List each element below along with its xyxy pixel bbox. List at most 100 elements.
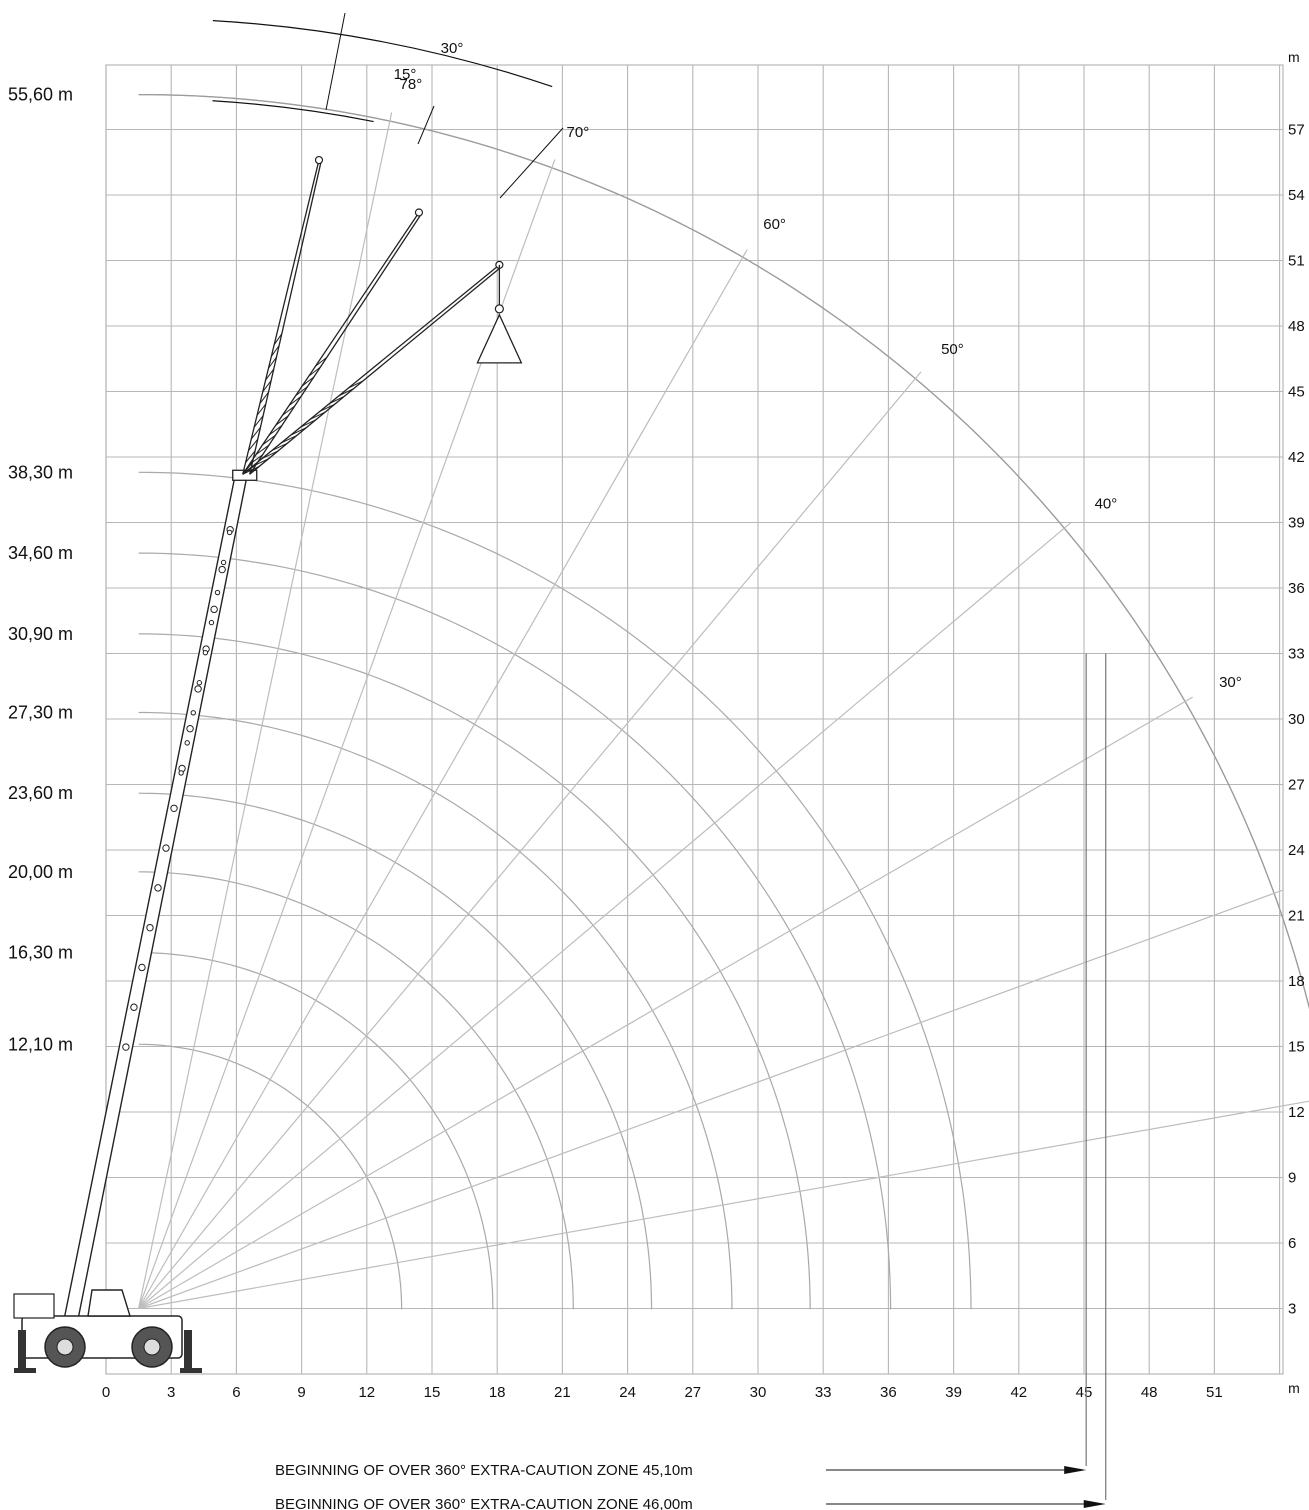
boom-rivet [184, 740, 190, 746]
jib-lattice [271, 442, 288, 452]
jib-lattice [262, 380, 272, 393]
y-tick-label: 57 [1288, 122, 1305, 139]
jib-0 [242, 159, 320, 475]
jib-lattice [329, 396, 345, 405]
y-tick-label: 51 [1288, 253, 1305, 270]
jib-15 [242, 212, 420, 475]
x-tick-label: 3 [167, 1384, 175, 1401]
radius-arc [138, 1043, 403, 1309]
caution-zone-markers: BEGINNING OF OVER 360° EXTRA-CAUTION ZON… [275, 653, 1107, 1510]
x-axis-unit: m [1288, 1380, 1300, 1396]
boom-rivet [178, 770, 184, 776]
jib-lattice [245, 450, 256, 463]
angle-ray [138, 112, 393, 1309]
x-tick-label: 21 [554, 1384, 571, 1401]
jib-lattice [295, 386, 308, 397]
jib-offset-30-arc [212, 20, 553, 88]
angle-label: 50° [941, 341, 964, 358]
jib-tip-sheave [414, 208, 424, 217]
angle-label: 40° [1095, 495, 1118, 512]
x-tick-label: 45 [1076, 1384, 1093, 1401]
y-tick-label: 30 [1288, 711, 1305, 728]
boom-rivet [226, 529, 233, 536]
rear-wheel-hub [143, 1338, 161, 1356]
jib-lattice [309, 411, 326, 420]
x-tick-label: 48 [1141, 1384, 1158, 1401]
jib-lattice [290, 427, 307, 436]
main-boom [55, 471, 249, 1358]
x-tick-label: 12 [358, 1384, 375, 1401]
jib-offset-15-arc-label: 15° [394, 66, 417, 83]
boom-rivet [194, 685, 202, 693]
caution-zone-arrowhead [1064, 1466, 1087, 1474]
angle-ray [138, 889, 1283, 1310]
jib-lattice [288, 395, 302, 406]
y-tick-label: 27 [1288, 777, 1305, 794]
jib-lattice [308, 366, 321, 377]
jib-lattice [248, 438, 259, 452]
outrigger-pad-left [14, 1368, 36, 1373]
boom-rivet [218, 565, 226, 574]
boom-height-label: 27,30 m [8, 702, 73, 722]
radius-arc [138, 792, 653, 1309]
radius-arc [138, 471, 972, 1309]
outrigger-right [184, 1330, 192, 1368]
radius-arc [138, 552, 892, 1309]
jib-lattice [275, 415, 289, 426]
y-tick-label: 6 [1288, 1235, 1296, 1252]
boom-rivet [146, 923, 154, 932]
jib-lattice [268, 356, 277, 369]
jib-offset-guide [499, 127, 564, 199]
angle-label: 30° [1219, 674, 1242, 691]
boom-rivet [186, 725, 194, 733]
jib-lattice [338, 388, 354, 397]
jib-30-side [249, 266, 502, 475]
angle-ray [138, 522, 1072, 1309]
radius-arc [138, 871, 574, 1309]
jib-offset-30-arc-label: 30° [441, 40, 464, 57]
angle-label: 60° [763, 216, 786, 233]
boom-height-label: 30,90 m [8, 624, 73, 644]
outrigger-left [18, 1330, 26, 1368]
x-tick-label: 39 [945, 1384, 962, 1401]
grid [105, 64, 1284, 1375]
x-tick-label: 36 [880, 1384, 897, 1401]
radius-arc [138, 711, 733, 1309]
jib-lattice [242, 466, 260, 475]
jib-offset-guide [325, 12, 346, 111]
cab [87, 1289, 131, 1317]
x-tick-label: 18 [489, 1384, 506, 1401]
jib-lattice [265, 368, 275, 381]
jib-offset-15-arc [212, 100, 374, 123]
x-tick-label: 0 [102, 1384, 110, 1401]
boom-rivet [202, 649, 209, 656]
jib-lattice [301, 376, 315, 387]
y-tick-label: 24 [1288, 842, 1305, 859]
boom-rivet [208, 619, 215, 626]
jib-lattice [253, 415, 264, 428]
jib-lattice [256, 403, 267, 416]
boom-rivet [130, 1003, 138, 1011]
boom-rivet [170, 804, 178, 812]
angle-label: 70° [567, 124, 590, 141]
boom-rivet [154, 884, 162, 892]
jib-lattice [249, 454, 263, 465]
x-tick-label: 30 [750, 1384, 767, 1401]
y-tick-label: 21 [1288, 908, 1305, 925]
angle-rays [138, 112, 1309, 1310]
caution-zone-label: BEGINNING OF OVER 360° EXTRA-CAUTION ZON… [275, 1462, 693, 1479]
y-tick-label: 18 [1288, 973, 1305, 990]
jib-lattice [319, 403, 335, 412]
boom-rivet [190, 710, 196, 716]
y-tick-label: 42 [1288, 449, 1305, 466]
load-triangle [476, 313, 523, 364]
front-wheel-hub [56, 1338, 74, 1356]
y-axis-unit: m [1288, 49, 1300, 65]
jib-lattice [268, 425, 283, 436]
x-tick-label: 33 [815, 1384, 832, 1401]
boom-height-label: 23,60 m [8, 783, 73, 803]
jib-offset-guide [417, 105, 435, 145]
caution-zone-label: BEGINNING OF OVER 360° EXTRA-CAUTION ZON… [275, 1496, 693, 1510]
